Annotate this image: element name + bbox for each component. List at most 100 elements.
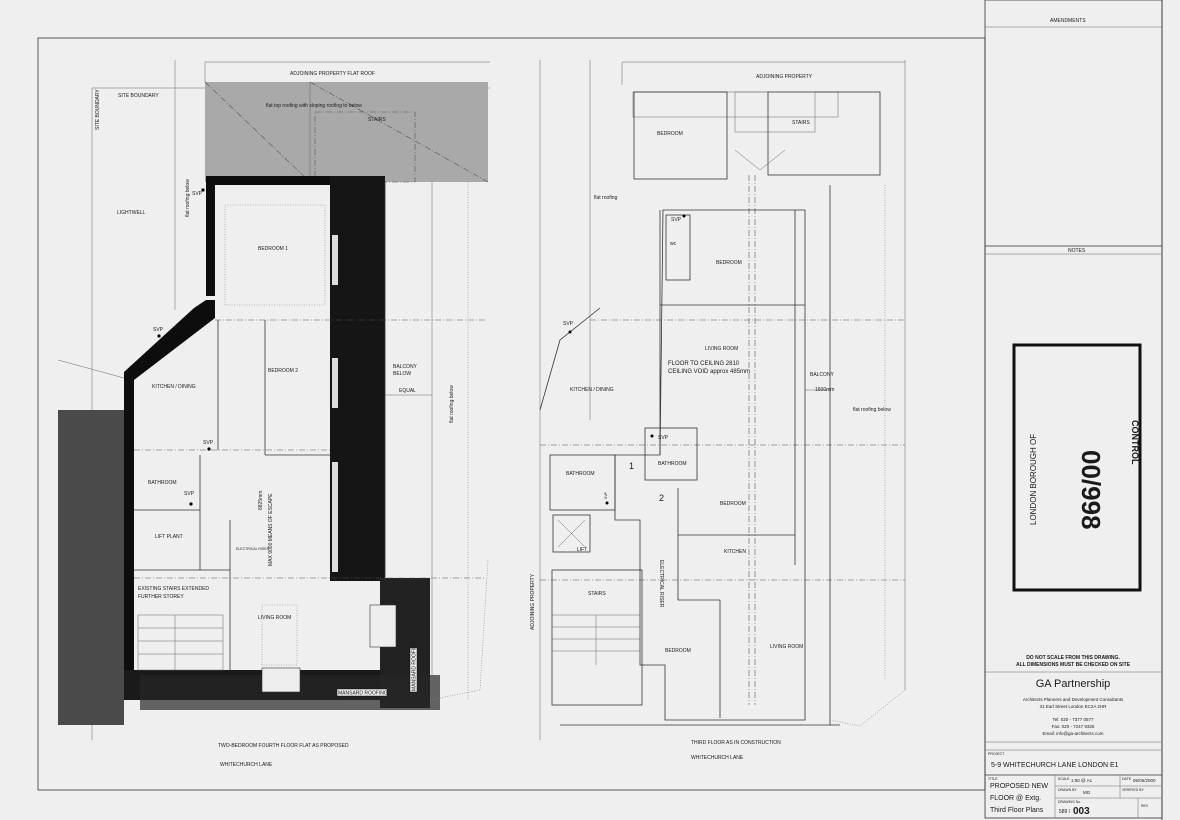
planning-stamp: LONDON BOROUGH OF CONTROL 00/998	[1012, 343, 1142, 592]
label-stairs: STAIRS	[792, 120, 810, 126]
title-block: AMENDMENTS NOTES LONDON BOROUGH OF CONTR…	[984, 0, 1163, 819]
label-bathroom: BATHROOM	[566, 471, 595, 477]
label-stairs: STAIRS	[588, 591, 606, 597]
label-dimension: 8825mm	[258, 491, 264, 510]
label-balcony: BALCONY	[810, 372, 835, 378]
sloping-roof-area	[205, 82, 488, 182]
label-existing-stairs: EXISTING STAIRS EXTENDED	[138, 586, 209, 592]
firm-name: GA Partnership	[1036, 678, 1111, 690]
label-bedroom: BEDROOM	[657, 131, 683, 137]
date-value: 06/06/2000	[1133, 778, 1156, 783]
disclaimer-line-1: DO NOT SCALE FROM THIS DRAWING.	[1026, 655, 1120, 661]
drawn-by-label: DRAWN BY	[1058, 788, 1077, 792]
label-flat-roofing-below: flat roofing below	[449, 385, 455, 423]
svp-marker	[207, 447, 211, 451]
label-svp: SVP	[192, 191, 203, 197]
label-balcony: BALCONY	[393, 364, 418, 370]
label-flat-roofing-below: flat roofing below	[853, 407, 891, 413]
label-bedroom: BEDROOM	[720, 501, 746, 507]
label-lightwell: LIGHTWELL	[117, 210, 146, 216]
svp-marker	[157, 334, 161, 338]
label-floor-to-ceiling: FLOOR TO CEILING 2810	[668, 361, 740, 367]
adjoining-property-flat-roof	[58, 410, 124, 725]
label-kitchen: KITCHEN	[724, 549, 746, 555]
right-floor-plan	[539, 60, 906, 740]
revision-label: REV	[1141, 804, 1149, 808]
label-svp: SVP	[563, 321, 574, 327]
left-plan-caption: TWO-BEDROOM FOURTH FLOOR FLAT AS PROPOSE…	[218, 743, 349, 749]
label-site-boundary-vertical: SITE BOUNDARY	[95, 89, 101, 130]
label-living-room: LIVING ROOM	[705, 346, 738, 352]
svp-marker	[650, 434, 654, 438]
drawn-by-value: MG	[1083, 790, 1091, 795]
left-plan-labels: ADJOINING PROPERTY FLAT ROOF SITE BOUNDA…	[95, 71, 455, 768]
label-equal: EQUAL	[399, 388, 416, 394]
label-site-boundary: SITE BOUNDARY	[118, 93, 159, 99]
label-mansard-roofing-vertical: MANSARD ROOFING	[412, 641, 418, 691]
right-plan-labels: ADJOINING PROPERTY BEDROOM STAIRS flat r…	[530, 74, 891, 761]
label-kitchen-dining: KITCHEN / DINING	[152, 384, 196, 390]
label-bedroom: BEDROOM	[665, 648, 691, 654]
label-mansard-roofing: MANSARD ROOFING	[338, 691, 388, 697]
label-svp: SVP	[184, 491, 195, 497]
firm-description: Architects Planners and Development Cons…	[1023, 697, 1124, 702]
label-kitchen-dining: KITCHEN / DINING	[570, 387, 614, 393]
svg-text:00/998: 00/998	[1076, 450, 1106, 530]
label-svp: SVP	[203, 440, 214, 446]
label-balcony-below: BELOW	[393, 371, 411, 377]
svg-text:CONTROL: CONTROL	[1130, 420, 1140, 465]
drawing-title-line-2: FLOOR @ Extg.	[990, 795, 1041, 802]
verified-by-label: VERIFIED BY	[1122, 788, 1144, 792]
firm-email: Email: info@ga-architects.com	[1042, 731, 1103, 736]
scale-label: SCALE	[1058, 777, 1070, 781]
label-electrical-riser: ELECTRICAL RISER	[658, 560, 664, 608]
label-adjoining-flat-roof: ADJOINING PROPERTY FLAT ROOF	[290, 71, 375, 77]
svp-marker	[201, 188, 205, 192]
label-living-room: LIVING ROOM	[770, 644, 803, 650]
drawing-number: 003	[1073, 806, 1090, 817]
label-svp: SVP	[658, 435, 669, 441]
left-floor-plan	[57, 60, 490, 740]
label-flat-roofing-below: flat roofing below	[185, 179, 191, 217]
label-roof-note: flat top roofing with sloping roofing to…	[266, 103, 362, 109]
label-svp: SVP	[604, 491, 608, 499]
label-living-room: LIVING ROOM	[258, 615, 291, 621]
label-bedroom-2: BEDROOM 2	[268, 368, 298, 374]
label-electrical-riser: ELECTRICAL RISER	[236, 547, 270, 551]
label-means-of-escape: MAX 9000 MEANS OF ESCAPE	[268, 493, 274, 566]
title-label: TITLE	[988, 777, 998, 781]
label-flat-roofing: flat roofing	[594, 195, 618, 201]
label-svp: SVP	[153, 327, 164, 333]
svp-marker	[682, 214, 686, 218]
scale-value: 1:50 @ A1	[1071, 778, 1093, 783]
label-lift-plant: LIFT PLANT	[155, 534, 183, 540]
svp-marker	[189, 502, 193, 506]
project-name: 5-9 WHITECHURCH LANE LONDON E1	[991, 762, 1119, 769]
label-bathroom: BATHROOM	[658, 461, 687, 467]
label-wc: wc	[670, 241, 677, 247]
label-adjoining-property: ADJOINING PROPERTY	[756, 74, 813, 80]
label-ceiling-void: CEILING VOID approx 485mm	[668, 369, 750, 375]
project-label: PROJECT	[988, 752, 1005, 756]
drawing-title-line-1: PROPOSED NEW	[990, 783, 1048, 790]
label-further-storey: FURTHER STOREY	[138, 594, 184, 600]
firm-address: 31 Earl Street London EC2A 2HR	[1040, 704, 1108, 709]
left-plan-street: WHITECHURCH LANE	[220, 762, 273, 768]
date-label: DATE	[1122, 777, 1132, 781]
label-stairs: STAIRS	[368, 117, 386, 123]
svg-text:LONDON BOROUGH OF: LONDON BOROUGH OF	[1029, 434, 1038, 525]
disclaimer-line-2: ALL DIMENSIONS MUST BE CHECKED ON SITE	[1016, 662, 1131, 668]
label-svp: SVP	[671, 217, 682, 223]
right-plan-street: WHITECHURCH LANE	[691, 755, 744, 761]
svp-marker	[568, 330, 572, 334]
right-plan-caption: THIRD FLOOR AS IN CONSTRUCTION	[691, 740, 781, 746]
amendments-heading: AMENDMENTS	[1050, 18, 1086, 24]
drawing-number-prefix: 589 /	[1059, 809, 1071, 815]
label-number-2: 2	[659, 493, 664, 503]
label-bathroom: BATHROOM	[148, 480, 177, 486]
label-balcony-dimension: 1600mm	[815, 387, 834, 393]
label-bedroom: BEDROOM	[716, 260, 742, 266]
label-adjoining-property-vertical: ADJOINING PROPERTY	[530, 573, 536, 630]
drawing-title-line-3: Third Floor Plans	[990, 807, 1044, 814]
